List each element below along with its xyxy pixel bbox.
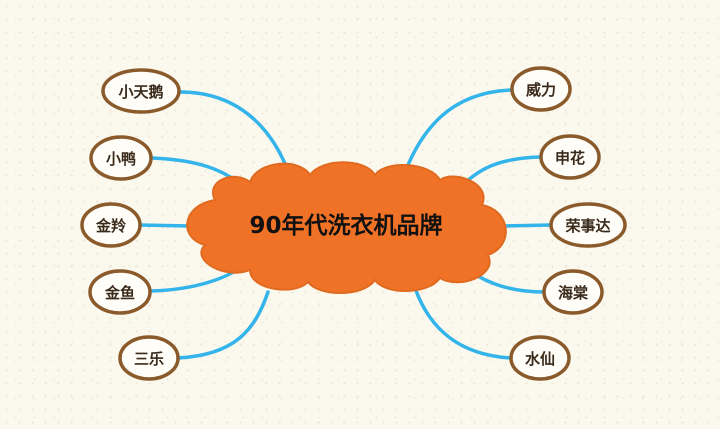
brand-label: 金鱼	[104, 284, 135, 302]
brand-node-left-5[interactable]: 三乐	[118, 335, 180, 381]
brand-node-right-2[interactable]: 申花	[539, 134, 601, 180]
brand-label: 小天鹅	[118, 83, 163, 101]
connector-right-1	[400, 88, 514, 182]
brand-node-left-3[interactable]: 金羚	[80, 202, 142, 248]
brand-label: 三乐	[134, 350, 164, 368]
brand-node-right-3[interactable]: 荣事达	[549, 202, 627, 248]
center-title: 90年代洗衣机品牌	[249, 212, 442, 239]
connector-right-3	[503, 223, 553, 228]
center-cloud[interactable]	[186, 161, 507, 294]
brand-node-left-1[interactable]: 小天鹅	[101, 68, 181, 114]
brand-label: 金羚	[95, 217, 126, 235]
connector-right-5	[413, 286, 513, 360]
brand-node-left-2[interactable]: 小鸭	[89, 135, 153, 181]
brand-label: 申花	[555, 149, 585, 167]
brand-label: 海棠	[558, 284, 589, 302]
brand-node-right-5[interactable]: 水仙	[509, 335, 571, 381]
brand-node-right-4[interactable]: 海棠	[542, 269, 604, 315]
brand-label: 小鸭	[106, 150, 136, 168]
brand-node-left-4[interactable]: 金鱼	[88, 269, 152, 315]
brand-node-right-1[interactable]: 威力	[510, 66, 572, 112]
brand-label: 水仙	[525, 350, 555, 368]
connector-left-5	[176, 290, 270, 360]
connector-left-3	[138, 223, 192, 228]
brand-label: 荣事达	[564, 217, 610, 235]
brand-label: 威力	[526, 81, 556, 99]
